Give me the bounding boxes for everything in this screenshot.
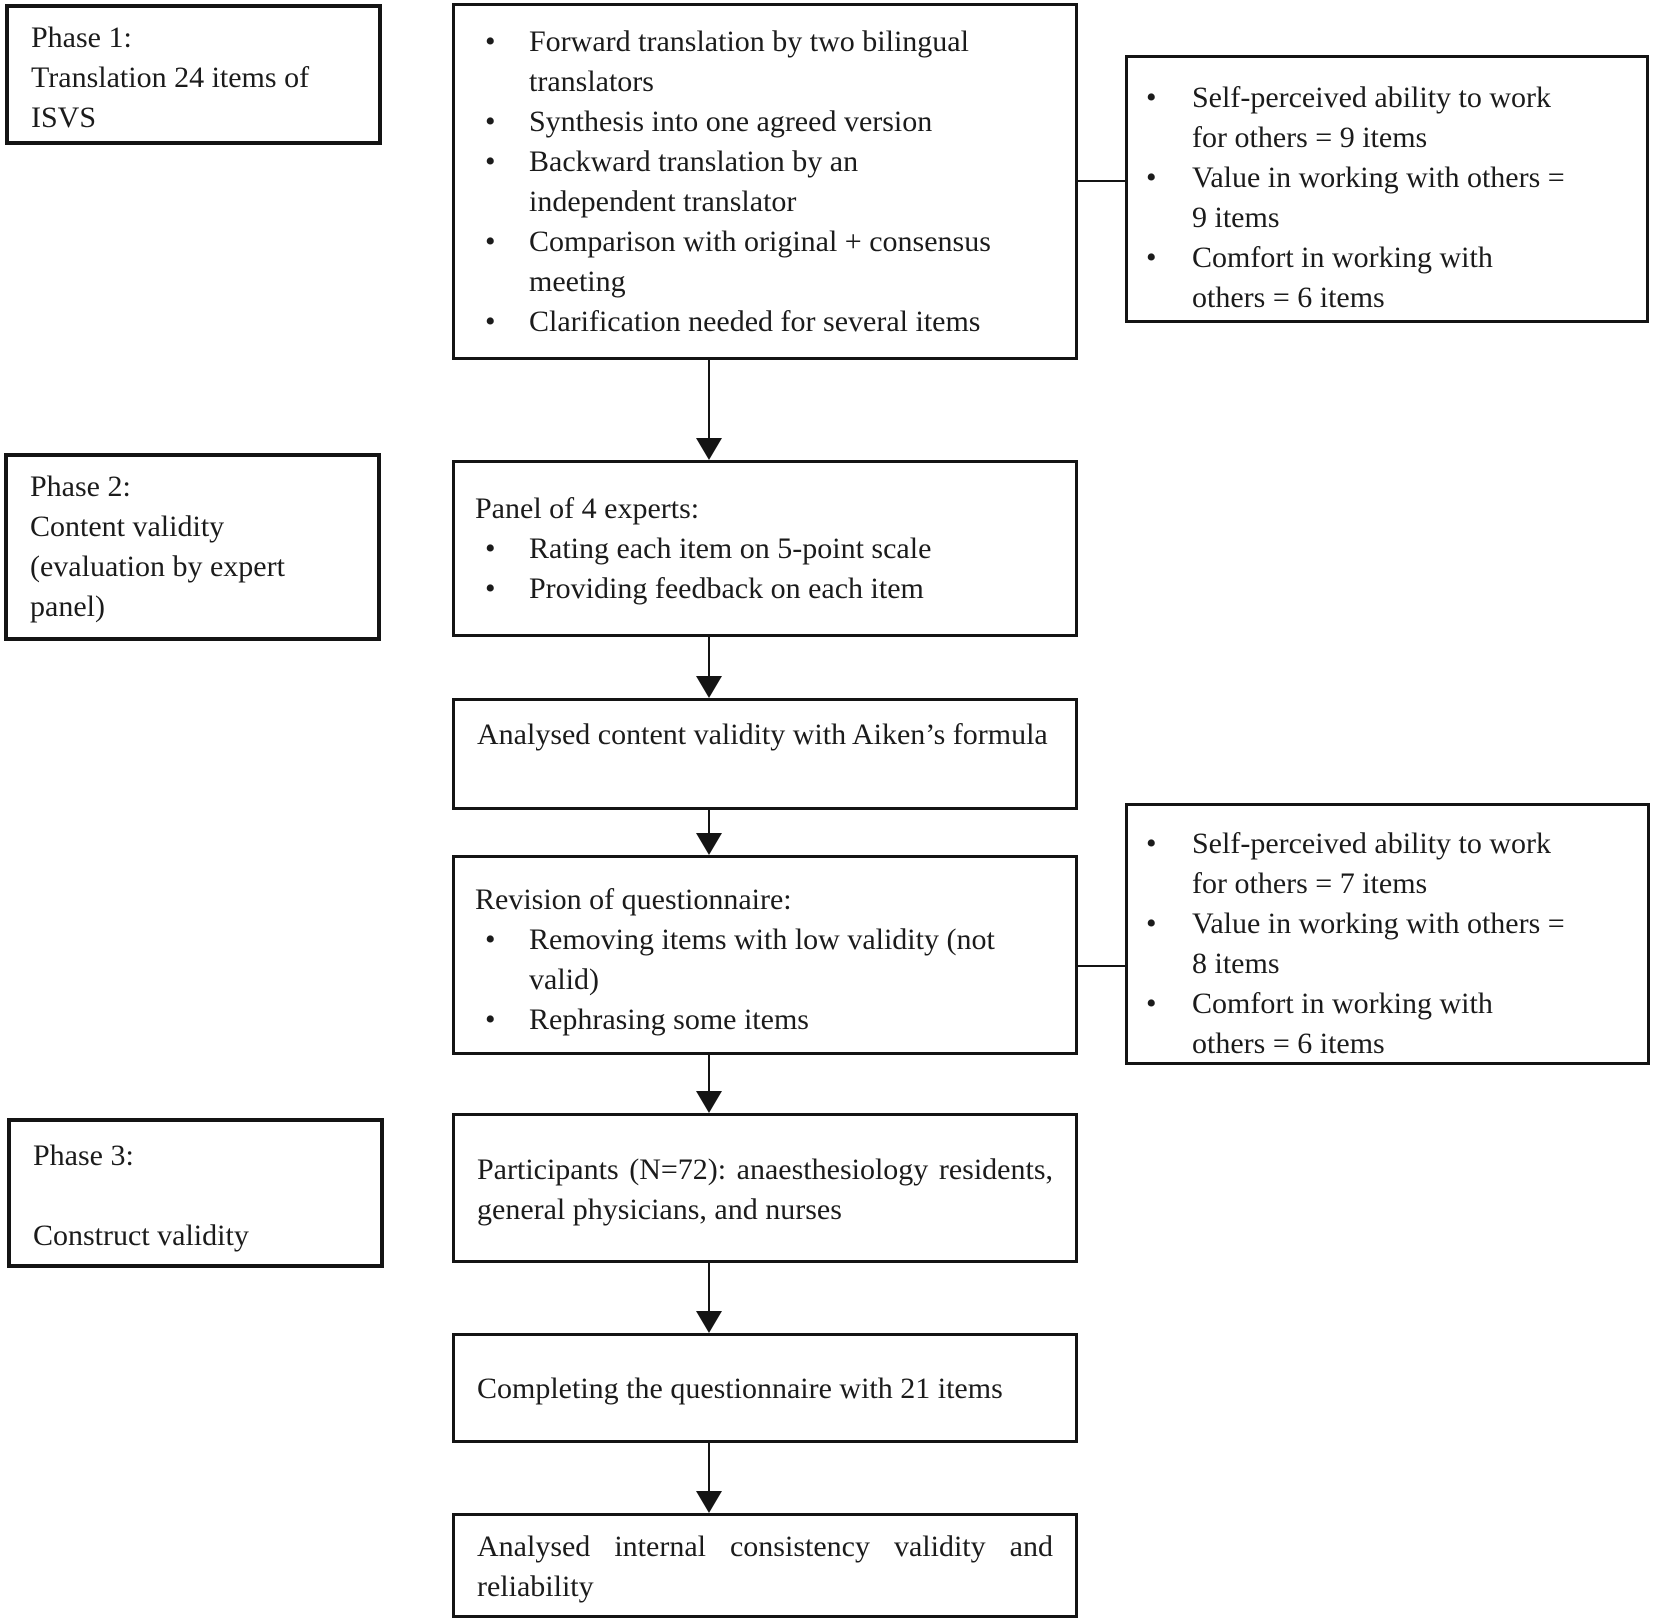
box-text: Analysed content validity with Aiken’s f… bbox=[477, 718, 1048, 751]
translation-steps-box: • Forward translation by two bilingual t… bbox=[452, 3, 1078, 360]
phase1-label-box: Phase 1: Translation 24 items of ISVS bbox=[5, 4, 382, 145]
list-item-text: Rephrasing some items bbox=[529, 1003, 809, 1036]
participants-box: Participants (N=72): anaesthesiology res… bbox=[452, 1113, 1078, 1263]
arrow-head-icon bbox=[696, 1491, 722, 1513]
list-item: • Value in working with others = 9 items bbox=[1146, 158, 1630, 238]
bullet-icon: • bbox=[485, 1003, 496, 1036]
list-item: • Synthesis into one agreed version bbox=[485, 102, 1055, 142]
aiken-analysis-box: Analysed content validity with Aiken’s f… bbox=[452, 698, 1078, 810]
arrow-stem bbox=[708, 1263, 710, 1311]
arrow-head-icon bbox=[696, 676, 722, 698]
phase2-line: Content validity bbox=[30, 510, 225, 543]
arrow-stem bbox=[708, 360, 710, 438]
bullet-icon: • bbox=[485, 305, 496, 338]
list-item-text: Comfort in working with others = 6 items bbox=[1192, 241, 1493, 314]
box-heading: Panel of 4 experts: bbox=[475, 492, 700, 525]
bullet-icon: • bbox=[485, 923, 496, 956]
list-item-text: Value in working with others = 8 items bbox=[1192, 907, 1565, 980]
bullet-icon: • bbox=[485, 225, 496, 258]
phase3-label-box: Phase 3: Construct validity bbox=[7, 1118, 384, 1268]
box-text: Analysed internal consistency validity a… bbox=[477, 1530, 1053, 1603]
list-item-text: Forward translation by two bilingual tra… bbox=[529, 25, 969, 98]
phase2-label-box: Phase 2: Content validity (evaluation by… bbox=[4, 453, 381, 641]
list-item: • Clarification needed for several items bbox=[485, 302, 1055, 342]
phase1-line: Phase 1: bbox=[31, 21, 132, 54]
list-item: • Comparison with original + consensus m… bbox=[485, 222, 1055, 302]
arrow-stem bbox=[708, 637, 710, 676]
expert-panel-box: Panel of 4 experts: • Rating each item o… bbox=[452, 460, 1078, 637]
bullet-icon: • bbox=[1146, 987, 1157, 1020]
phase3-line: Phase 3: bbox=[33, 1139, 134, 1172]
phase2-line: panel) bbox=[30, 590, 105, 623]
list-item: • Self-perceived ability to work for oth… bbox=[1146, 824, 1631, 904]
down-arrow bbox=[696, 637, 722, 698]
box-text: Completing the questionnaire with 21 ite… bbox=[477, 1372, 1003, 1405]
revision-box: Revision of questionnaire: • Removing it… bbox=[452, 855, 1078, 1055]
box-text: Participants (N=72): anaesthesiology res… bbox=[477, 1153, 1053, 1226]
list-item: • Value in working with others = 8 items bbox=[1146, 904, 1631, 984]
list-item-text: Comparison with original + consensus mee… bbox=[529, 225, 991, 298]
list-item: • Rephrasing some items bbox=[485, 1000, 1055, 1040]
bullet-icon: • bbox=[485, 25, 496, 58]
bullet-icon: • bbox=[1146, 241, 1157, 274]
down-arrow bbox=[696, 810, 722, 855]
phase2-line: Phase 2: bbox=[30, 470, 131, 503]
bullet-icon: • bbox=[1146, 161, 1157, 194]
list-item: • Backward translation by an independent… bbox=[485, 142, 1055, 222]
arrow-head-icon bbox=[696, 1091, 722, 1113]
list-item-text: Self-perceived ability to work for other… bbox=[1192, 827, 1552, 900]
phase3-blank-line bbox=[33, 1176, 358, 1216]
list-item: • Comfort in working with others = 6 ite… bbox=[1146, 984, 1631, 1064]
list-item-text: Self-perceived ability to work for other… bbox=[1192, 81, 1552, 154]
arrow-stem bbox=[708, 1055, 710, 1091]
internal-consistency-box: Analysed internal consistency validity a… bbox=[452, 1513, 1078, 1618]
list-item-text: Providing feedback on each item bbox=[529, 572, 924, 605]
arrow-head-icon bbox=[696, 1311, 722, 1333]
bullet-icon: • bbox=[485, 572, 496, 605]
arrow-stem bbox=[708, 810, 710, 833]
arrow-stem bbox=[708, 1443, 710, 1491]
phase1-line: Translation 24 items of bbox=[31, 61, 310, 94]
list-item-text: Value in working with others = 9 items bbox=[1192, 161, 1565, 234]
down-arrow bbox=[696, 1443, 722, 1513]
bullet-icon: • bbox=[1146, 827, 1157, 860]
list-item: • Removing items with low validity (not … bbox=[485, 920, 1055, 1000]
list-item: • Providing feedback on each item bbox=[485, 569, 1055, 609]
bullet-icon: • bbox=[485, 145, 496, 178]
arrow-head-icon bbox=[696, 833, 722, 855]
bullet-icon: • bbox=[485, 532, 496, 565]
bullet-icon: • bbox=[1146, 907, 1157, 940]
list-item-text: Synthesis into one agreed version bbox=[529, 105, 933, 138]
connector-line bbox=[1076, 180, 1125, 182]
arrow-head-icon bbox=[696, 438, 722, 460]
list-item-text: Removing items with low validity (not va… bbox=[529, 923, 995, 996]
list-item: • Rating each item on 5-point scale bbox=[485, 529, 1055, 569]
list-item-text: Comfort in working with others = 6 items bbox=[1192, 987, 1493, 1060]
bullet-icon: • bbox=[1146, 81, 1157, 114]
phase2-line: (evaluation by expert bbox=[30, 550, 285, 583]
subscale-items-initial-box: • Self-perceived ability to work for oth… bbox=[1125, 55, 1649, 323]
list-item-text: Rating each item on 5-point scale bbox=[529, 532, 932, 565]
phase1-line: ISVS bbox=[31, 101, 97, 134]
down-arrow bbox=[696, 360, 722, 460]
phase3-line: Construct validity bbox=[33, 1219, 249, 1252]
questionnaire-completion-box: Completing the questionnaire with 21 ite… bbox=[452, 1333, 1078, 1443]
box-heading: Revision of questionnaire: bbox=[475, 883, 792, 916]
subscale-items-revised-box: • Self-perceived ability to work for oth… bbox=[1125, 803, 1650, 1065]
connector-line bbox=[1076, 965, 1125, 967]
list-item: • Forward translation by two bilingual t… bbox=[485, 22, 1055, 102]
down-arrow bbox=[696, 1055, 722, 1113]
list-item-text: Clarification needed for several items bbox=[529, 305, 981, 338]
down-arrow bbox=[696, 1263, 722, 1333]
bullet-icon: • bbox=[485, 105, 496, 138]
list-item: • Self-perceived ability to work for oth… bbox=[1146, 78, 1630, 158]
list-item: • Comfort in working with others = 6 ite… bbox=[1146, 238, 1630, 318]
list-item-text: Backward translation by an independent t… bbox=[529, 145, 859, 218]
